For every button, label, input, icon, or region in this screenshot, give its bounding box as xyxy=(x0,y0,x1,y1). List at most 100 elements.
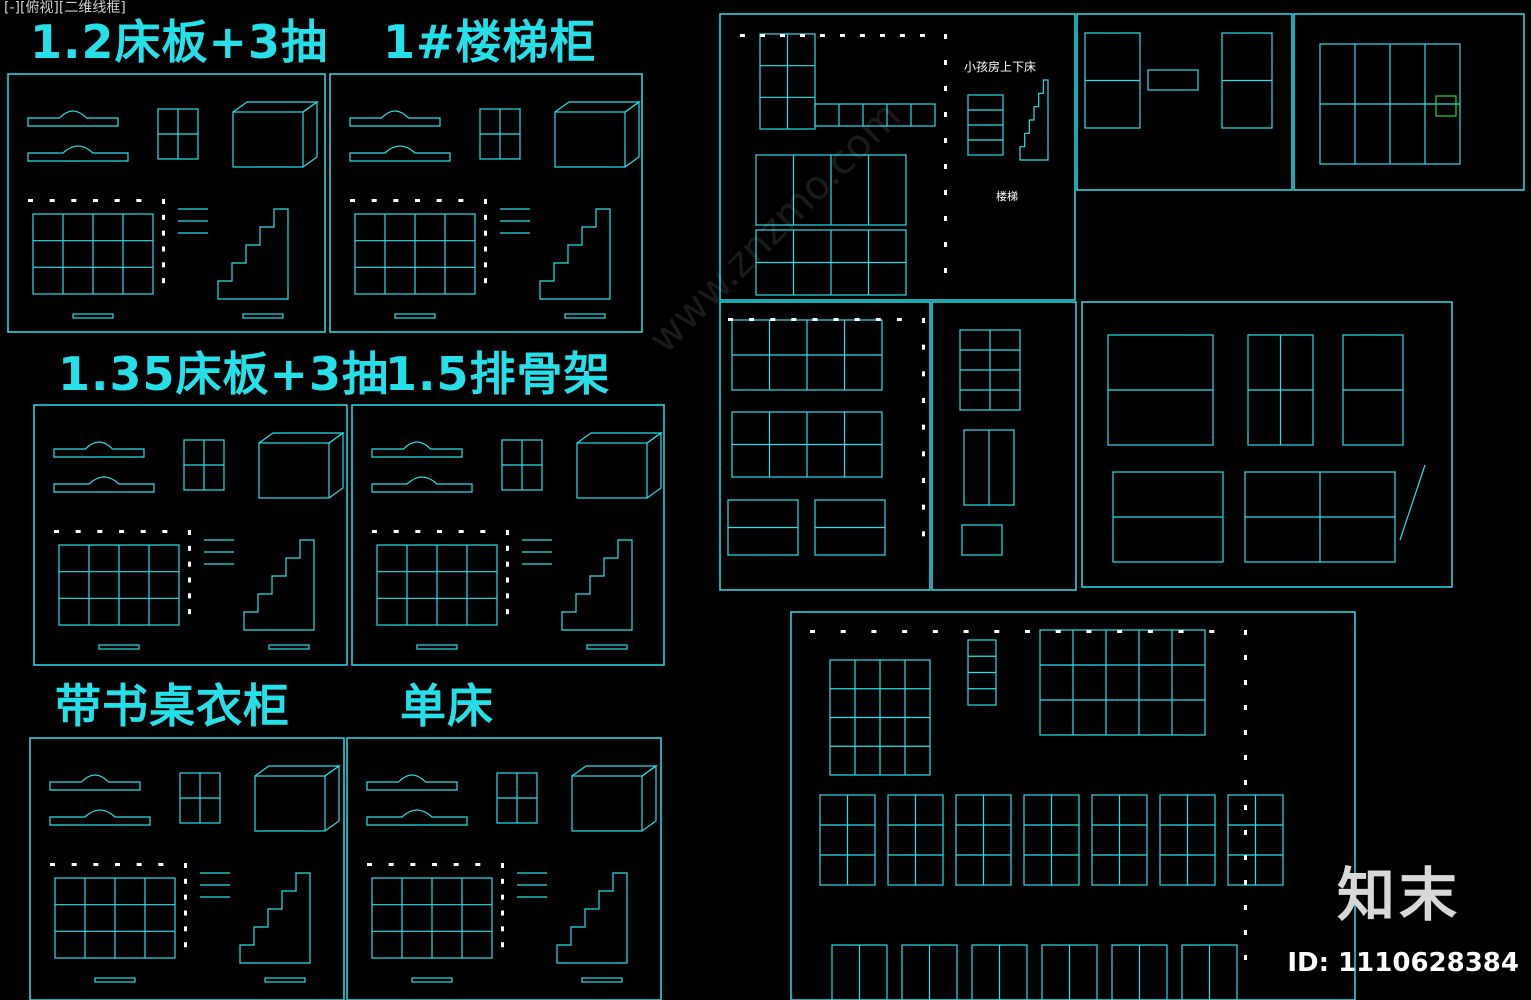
dimension-tick xyxy=(922,424,925,430)
bed-plan xyxy=(27,110,119,127)
dimension-tick xyxy=(501,894,504,900)
section-title-1: 1.2床板+3抽 xyxy=(30,15,329,69)
dimension-tick xyxy=(922,504,925,510)
dimension-tick xyxy=(944,60,947,65)
title-block xyxy=(94,977,136,983)
dimension-tick xyxy=(506,593,509,599)
bed-plan xyxy=(49,774,141,791)
dimension-tick xyxy=(920,34,925,37)
dimension-tick xyxy=(1025,630,1030,633)
dimension-tick xyxy=(184,863,187,868)
dimension-tick xyxy=(501,942,504,948)
id-label: ID: 1110628384 xyxy=(1287,948,1519,978)
stairs-label: 楼梯 xyxy=(996,190,1018,203)
dimension-tick xyxy=(902,630,908,633)
dimension-tick xyxy=(458,530,464,533)
dimension-tick xyxy=(501,863,504,868)
panel-outline xyxy=(961,524,1003,556)
dimension-tick xyxy=(501,878,504,884)
stair-elevation xyxy=(561,539,633,631)
dimension-tick xyxy=(1178,630,1184,633)
dimension-tick xyxy=(944,86,947,91)
dimension-tick xyxy=(75,530,81,533)
title-block xyxy=(264,977,306,983)
dimension-tick xyxy=(922,478,925,483)
dimension-tick xyxy=(854,318,860,321)
dimension-marks xyxy=(28,34,1247,960)
dimension-tick xyxy=(1244,830,1247,835)
iso-front xyxy=(576,442,648,499)
dimension-tick xyxy=(944,34,947,39)
dimension-tick xyxy=(162,262,165,268)
iso-front xyxy=(254,775,326,832)
dimension-tick xyxy=(944,112,947,117)
dimension-tick xyxy=(28,199,33,202)
iso-side xyxy=(302,100,318,168)
dimension-tick xyxy=(162,214,165,220)
stairs-caption: 小孩房上下床 xyxy=(964,60,1037,74)
dimension-tick xyxy=(367,863,372,866)
dimension-tick xyxy=(410,863,416,866)
drawing-sheet-frame xyxy=(1081,301,1453,588)
dimension-tick xyxy=(162,530,168,533)
dimension-tick xyxy=(944,268,947,273)
stair-elevation xyxy=(556,872,628,964)
dimension-tick xyxy=(184,878,187,884)
dimension-tick xyxy=(871,630,877,633)
iso-front xyxy=(571,775,643,832)
viewport-label[interactable]: [-][俯视][二维线框] xyxy=(4,0,126,16)
dimension-tick xyxy=(728,318,733,321)
dimension-tick xyxy=(93,199,98,202)
stair-elevation xyxy=(217,208,289,300)
dimension-tick xyxy=(1147,630,1153,633)
bed-plan xyxy=(371,476,473,493)
brand-logo: 知末 xyxy=(1336,861,1461,929)
dimension-tick xyxy=(1244,680,1247,685)
dimension-tick xyxy=(184,894,187,900)
dimension-tick xyxy=(158,863,164,866)
dimension-tick xyxy=(54,530,59,533)
iso-side xyxy=(328,431,344,499)
dimension-tick xyxy=(780,34,785,37)
dimension-tick xyxy=(896,318,902,321)
dimension-tick xyxy=(415,199,420,202)
iso-side xyxy=(646,431,662,499)
dimension-tick xyxy=(1244,780,1247,785)
dimension-tick xyxy=(506,530,509,535)
drawing-sheet-frame xyxy=(719,301,931,591)
dimension-tick xyxy=(944,216,947,221)
dimension-tick xyxy=(119,530,124,533)
dimension-tick xyxy=(415,530,421,533)
stair-elevation xyxy=(239,872,311,964)
dimension-tick xyxy=(501,910,504,916)
dimension-tick xyxy=(740,34,745,37)
dimension-tick xyxy=(840,630,846,633)
dimension-tick xyxy=(994,630,1000,633)
dimension-tick xyxy=(484,230,487,236)
bed-plan xyxy=(366,809,468,826)
title-block xyxy=(416,644,458,650)
drawing-sheet-frame xyxy=(29,737,345,1000)
dimension-tick xyxy=(372,530,377,533)
dimension-tick xyxy=(770,318,776,321)
drawing-sheet-frame xyxy=(7,73,326,333)
cabinet-outline xyxy=(1039,629,1206,736)
stair-elevation xyxy=(1019,79,1049,161)
dimension-tick xyxy=(922,371,925,377)
bed-plan xyxy=(49,809,151,826)
dimension-tick xyxy=(833,318,839,321)
dimension-tick xyxy=(115,863,120,866)
dimension-tick xyxy=(812,318,818,321)
dimension-tick xyxy=(506,561,509,567)
dimension-tick xyxy=(1244,805,1247,810)
dimension-tick xyxy=(114,199,120,202)
title-block xyxy=(581,977,623,983)
drawing-sheet-frame xyxy=(351,404,665,666)
dimension-tick xyxy=(71,199,77,202)
drawing-sheet-frame xyxy=(1076,13,1293,191)
dimension-tick xyxy=(506,577,509,583)
section-title-5: 带书桌衣柜 xyxy=(55,679,290,733)
dimension-tick xyxy=(506,609,509,615)
title-block xyxy=(586,644,628,650)
